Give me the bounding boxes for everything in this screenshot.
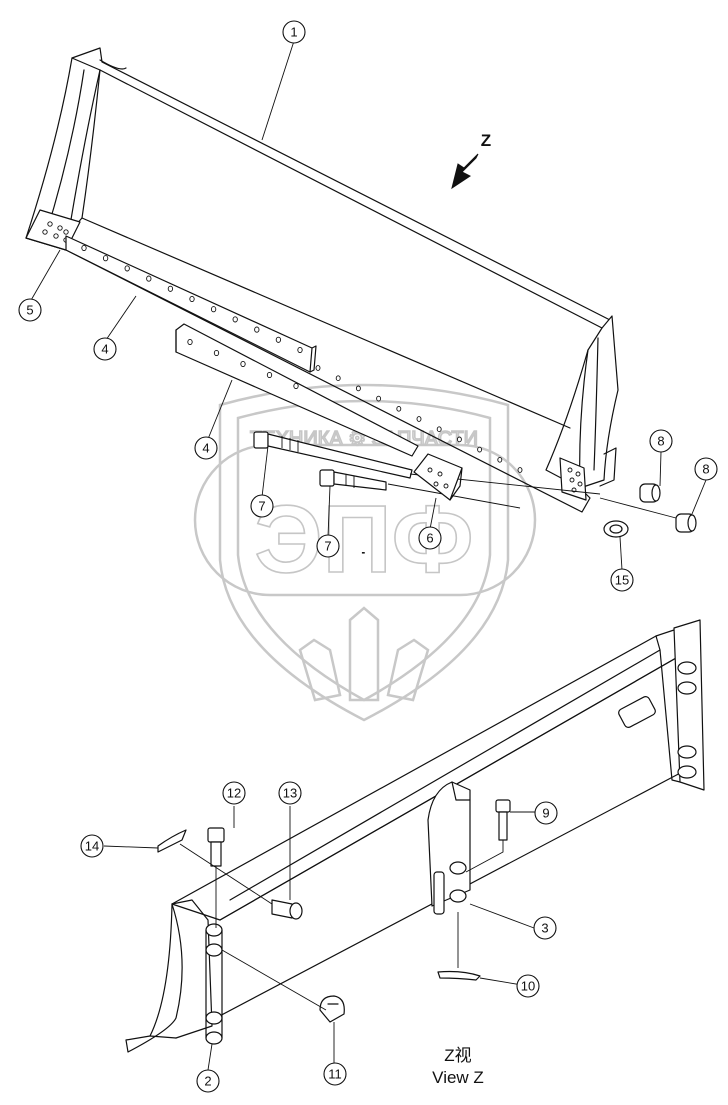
callout-4-upper: 4 [93, 337, 117, 361]
bolt-9 [495, 799, 511, 841]
bolt-7b [319, 469, 387, 491]
blade-bolt-holes [315, 365, 523, 473]
bolt-hole [477, 446, 483, 453]
bolt-hole [497, 456, 503, 463]
nut-8b [675, 513, 697, 533]
bolt-hole [189, 295, 195, 303]
callout-2: 2 [196, 1069, 220, 1093]
svg-text:8: 8 [657, 434, 664, 449]
bolt-hole [436, 426, 442, 433]
view-z-arrow: Z [451, 131, 491, 190]
bolt-hole [254, 326, 260, 333]
blade-rear-view [125, 619, 705, 1053]
end-bit-part-6 [413, 453, 463, 501]
svg-text:5: 5 [26, 303, 33, 318]
callout-13: 13 [278, 781, 302, 805]
clip-11 [319, 995, 345, 1023]
bolt-hole [376, 395, 382, 402]
callout-8-left: 8 [649, 429, 673, 453]
bolt-hole [275, 336, 282, 343]
svg-text:4: 4 [202, 441, 209, 456]
bolt-hole [167, 285, 174, 292]
pin-14 [157, 829, 187, 853]
bolt-hole [146, 275, 152, 282]
svg-text:10: 10 [521, 979, 535, 994]
svg-text:8: 8 [702, 462, 709, 477]
cutting-edge-upper [65, 235, 317, 373]
callout-6: 6 [418, 526, 442, 550]
bolt-hole [102, 255, 109, 262]
bolt-9-leader [465, 840, 504, 873]
bolt-13 [271, 899, 303, 920]
bolt-hole [232, 316, 238, 323]
svg-text:14: 14 [85, 839, 99, 854]
callout-9: 9 [534, 801, 558, 825]
bolt-hole [81, 244, 87, 252]
pin-10 [437, 970, 481, 981]
bolt-hole [456, 436, 462, 443]
end-bit-right [559, 457, 587, 501]
callout-1: 1 [282, 20, 306, 44]
bolt-hole [416, 416, 422, 422]
center-bracket [427, 781, 471, 915]
cutting-edge-lower [175, 323, 419, 457]
svg-text:9: 9 [542, 806, 549, 821]
bolt-hole [315, 365, 321, 371]
bolt-7b-extension-line [387, 483, 521, 509]
bolt-12 [207, 827, 225, 867]
bolt-hole [517, 467, 523, 473]
bolt-hole [355, 385, 361, 392]
svg-text:7: 7 [258, 499, 265, 514]
view-caption-en: View Z [432, 1068, 484, 1087]
svg-text:11: 11 [328, 1067, 342, 1082]
svg-text:2: 2 [204, 1074, 211, 1089]
callout-5: 5 [18, 298, 42, 322]
bolt-hole [124, 265, 130, 272]
washer-15 [603, 520, 629, 538]
svg-text:1: 1 [290, 25, 297, 40]
bolt-hole [266, 371, 273, 379]
callout-8-right: 8 [694, 457, 718, 481]
callout-4-lower: 4 [194, 436, 218, 460]
callout-7-upper: 7 [250, 494, 274, 518]
svg-text:7: 7 [324, 539, 331, 554]
svg-text:4: 4 [101, 342, 108, 357]
bolt-hole [297, 346, 303, 354]
small-mark: - [362, 548, 365, 557]
bolt-hole [293, 382, 299, 390]
callout-7-lower: 7 [316, 534, 340, 558]
svg-text:6: 6 [426, 531, 433, 546]
svg-text:15: 15 [615, 573, 629, 588]
callout-leaders [29, 40, 707, 1071]
svg-text:13: 13 [283, 786, 297, 801]
watermark-wheat-icon [298, 606, 430, 702]
svg-text:12: 12 [227, 786, 241, 801]
callout-15: 15 [610, 568, 634, 592]
callout-bubbles: 1 2 3 4 4 5 6 7 7 8 8 9 10 11 12 13 14 1… [18, 20, 718, 1093]
callout-12: 12 [222, 781, 246, 805]
bolt-hole [240, 360, 246, 368]
bolt-13-leader [179, 843, 273, 905]
bolt-hole [335, 375, 341, 382]
nut-8a [639, 483, 661, 503]
callout-10: 10 [516, 974, 540, 998]
bolt-hole [213, 349, 220, 357]
clip-11-leader [221, 949, 327, 1011]
callout-14: 14 [80, 834, 104, 858]
bolt-hole [396, 405, 402, 412]
view-z-arrow-label: Z [481, 131, 491, 150]
callout-11: 11 [323, 1062, 347, 1086]
bolt-hole [210, 306, 217, 313]
bolt-7a [253, 431, 413, 479]
svg-text:3: 3 [541, 921, 548, 936]
callout-3: 3 [533, 916, 557, 940]
view-caption-cn: Z视 [444, 1046, 471, 1065]
bolt-hole [187, 338, 193, 346]
